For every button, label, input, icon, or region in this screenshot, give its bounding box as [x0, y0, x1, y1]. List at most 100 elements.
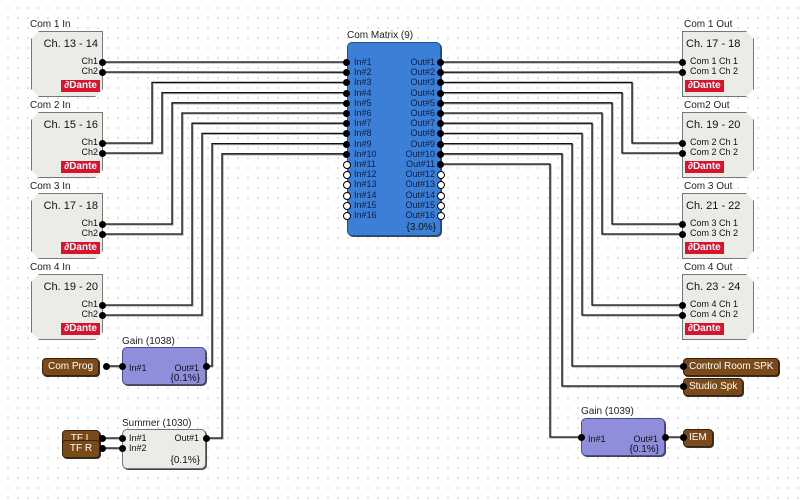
wire[interactable]	[440, 163, 581, 438]
output-pin[interactable]	[99, 59, 106, 66]
matrix-output-pin[interactable]	[437, 110, 444, 117]
output-pin[interactable]	[99, 231, 106, 238]
matrix-output-pin[interactable]	[437, 161, 444, 168]
matrix-input-pin[interactable]	[343, 171, 351, 180]
matrix-input-pin[interactable]	[343, 99, 350, 107]
output-pin[interactable]	[99, 312, 106, 319]
tag-pin[interactable]	[680, 383, 687, 390]
input-pin[interactable]	[679, 69, 686, 76]
gain-input-pin[interactable]	[578, 434, 585, 441]
summer-input-pin[interactable]	[119, 435, 126, 442]
wire[interactable]	[206, 142, 346, 367]
wire[interactable]	[440, 81, 682, 144]
matrix-output-pin[interactable]	[437, 99, 444, 107]
matrix-output-pin[interactable]	[437, 59, 444, 66]
dante-icon: ∂	[64, 80, 70, 91]
com-prog-tag[interactable]: Com Prog	[42, 358, 100, 376]
matrix-output-pin[interactable]	[437, 201, 445, 210]
matrix-output-label: Out#2	[410, 67, 435, 78]
matrix-input-pin[interactable]	[343, 110, 350, 117]
output-pin[interactable]	[99, 150, 106, 157]
tag-pin[interactable]	[99, 435, 106, 442]
input-pin[interactable]	[679, 312, 686, 319]
dante-output-block[interactable]: Ch. 21 - 22 Com 3 Ch 1 Com 3 Ch 2 ∂Dante	[682, 193, 754, 259]
matrix-input-pin[interactable]	[343, 120, 350, 128]
dante-input-block[interactable]: Ch. 15 - 16 Ch1 Ch2 ∂Dante	[31, 112, 103, 178]
wire[interactable]	[102, 132, 346, 316]
wire[interactable]	[102, 112, 346, 235]
matrix-output-pin[interactable]	[437, 212, 445, 220]
studio-spk-tag[interactable]: Studio Spk	[683, 378, 744, 396]
matrix-input-pin[interactable]	[343, 89, 350, 97]
matrix-input-pin[interactable]	[343, 69, 350, 77]
wire[interactable]	[440, 132, 682, 316]
gain-input-pin[interactable]	[119, 363, 126, 370]
input-pin[interactable]	[679, 59, 686, 66]
matrix-output-pin[interactable]	[437, 89, 444, 97]
gain-1039-block[interactable]: In#1 Out#1 {0.1%}	[581, 418, 665, 456]
matrix-output-pin[interactable]	[437, 150, 444, 158]
dante-input-block[interactable]: Ch. 13 - 14 Ch1 Ch2 ∂Dante	[31, 31, 103, 97]
matrix-output-pin[interactable]	[437, 140, 444, 148]
output-pin[interactable]	[99, 221, 106, 228]
matrix-input-pin[interactable]	[343, 79, 350, 87]
wire[interactable]	[102, 91, 346, 154]
input-pin[interactable]	[679, 221, 686, 228]
dante-input-block[interactable]: Ch. 17 - 18 Ch1 Ch2 ∂Dante	[31, 193, 103, 259]
dante-input-block[interactable]: Ch. 19 - 20 Ch1 Ch2 ∂Dante	[31, 274, 103, 340]
summer-input-pin[interactable]	[119, 445, 126, 452]
matrix-output-pin[interactable]	[437, 181, 445, 190]
dante-output-block[interactable]: Ch. 17 - 18 Com 1 Ch 1 Com 1 Ch 2 ∂Dante	[682, 31, 754, 97]
matrix-output-pin[interactable]	[437, 171, 445, 180]
dante-output-block[interactable]: Ch. 23 - 24 Com 4 Ch 1 Com 4 Ch 2 ∂Dante	[682, 274, 754, 340]
matrix-input-pin[interactable]	[343, 191, 351, 200]
wire[interactable]	[440, 153, 683, 387]
control-room-spk-tag[interactable]: Control Room SPK	[683, 358, 780, 376]
output-pin[interactable]	[99, 69, 106, 76]
input-pin[interactable]	[679, 302, 686, 309]
matrix-input-pin[interactable]	[343, 212, 351, 220]
matrix-input-pin[interactable]	[343, 201, 351, 210]
wire[interactable]	[440, 112, 682, 235]
gain-output-pin[interactable]	[203, 363, 210, 370]
wire[interactable]	[206, 153, 346, 439]
matrix-input-label: In#6	[354, 108, 372, 118]
output-pin[interactable]	[99, 140, 106, 147]
tf-r-tag[interactable]: TF R	[62, 440, 100, 458]
wire[interactable]	[102, 81, 346, 144]
matrix-input-label: In#10	[354, 148, 377, 159]
summer-output-pin[interactable]	[203, 435, 210, 442]
tag-pin[interactable]	[680, 363, 687, 370]
matrix-output-pin[interactable]	[437, 79, 444, 87]
matrix-output-pin[interactable]	[437, 120, 444, 128]
tag-pin[interactable]	[99, 445, 106, 452]
output-pin[interactable]	[99, 302, 106, 309]
matrix-output-pin[interactable]	[437, 69, 444, 77]
tag-pin[interactable]	[680, 434, 687, 441]
output-channels: Ch. 19 - 20	[686, 119, 741, 131]
input-pin[interactable]	[679, 231, 686, 238]
gain-output-pin[interactable]	[662, 434, 669, 441]
wire[interactable]	[102, 122, 346, 306]
input-pin[interactable]	[679, 150, 686, 157]
wire[interactable]	[440, 102, 682, 225]
matrix-output-pin[interactable]	[437, 191, 445, 200]
dante-output-block[interactable]: Ch. 19 - 20 Com 2 Ch 1 Com 2 Ch 2 ∂Dante	[682, 112, 754, 178]
gain-1038-block[interactable]: In#1 Out#1 {0.1%}	[122, 347, 206, 385]
wire[interactable]	[440, 122, 682, 306]
matrix-output-pin[interactable]	[437, 130, 444, 138]
matrix-input-pin[interactable]	[343, 140, 350, 148]
matrix-input-pin[interactable]	[343, 161, 351, 169]
tag-pin[interactable]	[103, 363, 110, 370]
wire[interactable]	[440, 142, 683, 367]
wire[interactable]	[102, 102, 346, 225]
iem-tag[interactable]: IEM	[683, 429, 713, 447]
wire[interactable]	[440, 91, 682, 154]
input-pin[interactable]	[679, 140, 686, 147]
matrix-input-pin[interactable]	[343, 150, 350, 158]
matrix-input-pin[interactable]	[343, 130, 350, 138]
matrix-input-pin[interactable]	[343, 59, 350, 66]
matrix-input-pin[interactable]	[343, 181, 351, 190]
summer-1030-block[interactable]: In#1 In#2 Out#1 {0.1%}	[122, 429, 206, 469]
